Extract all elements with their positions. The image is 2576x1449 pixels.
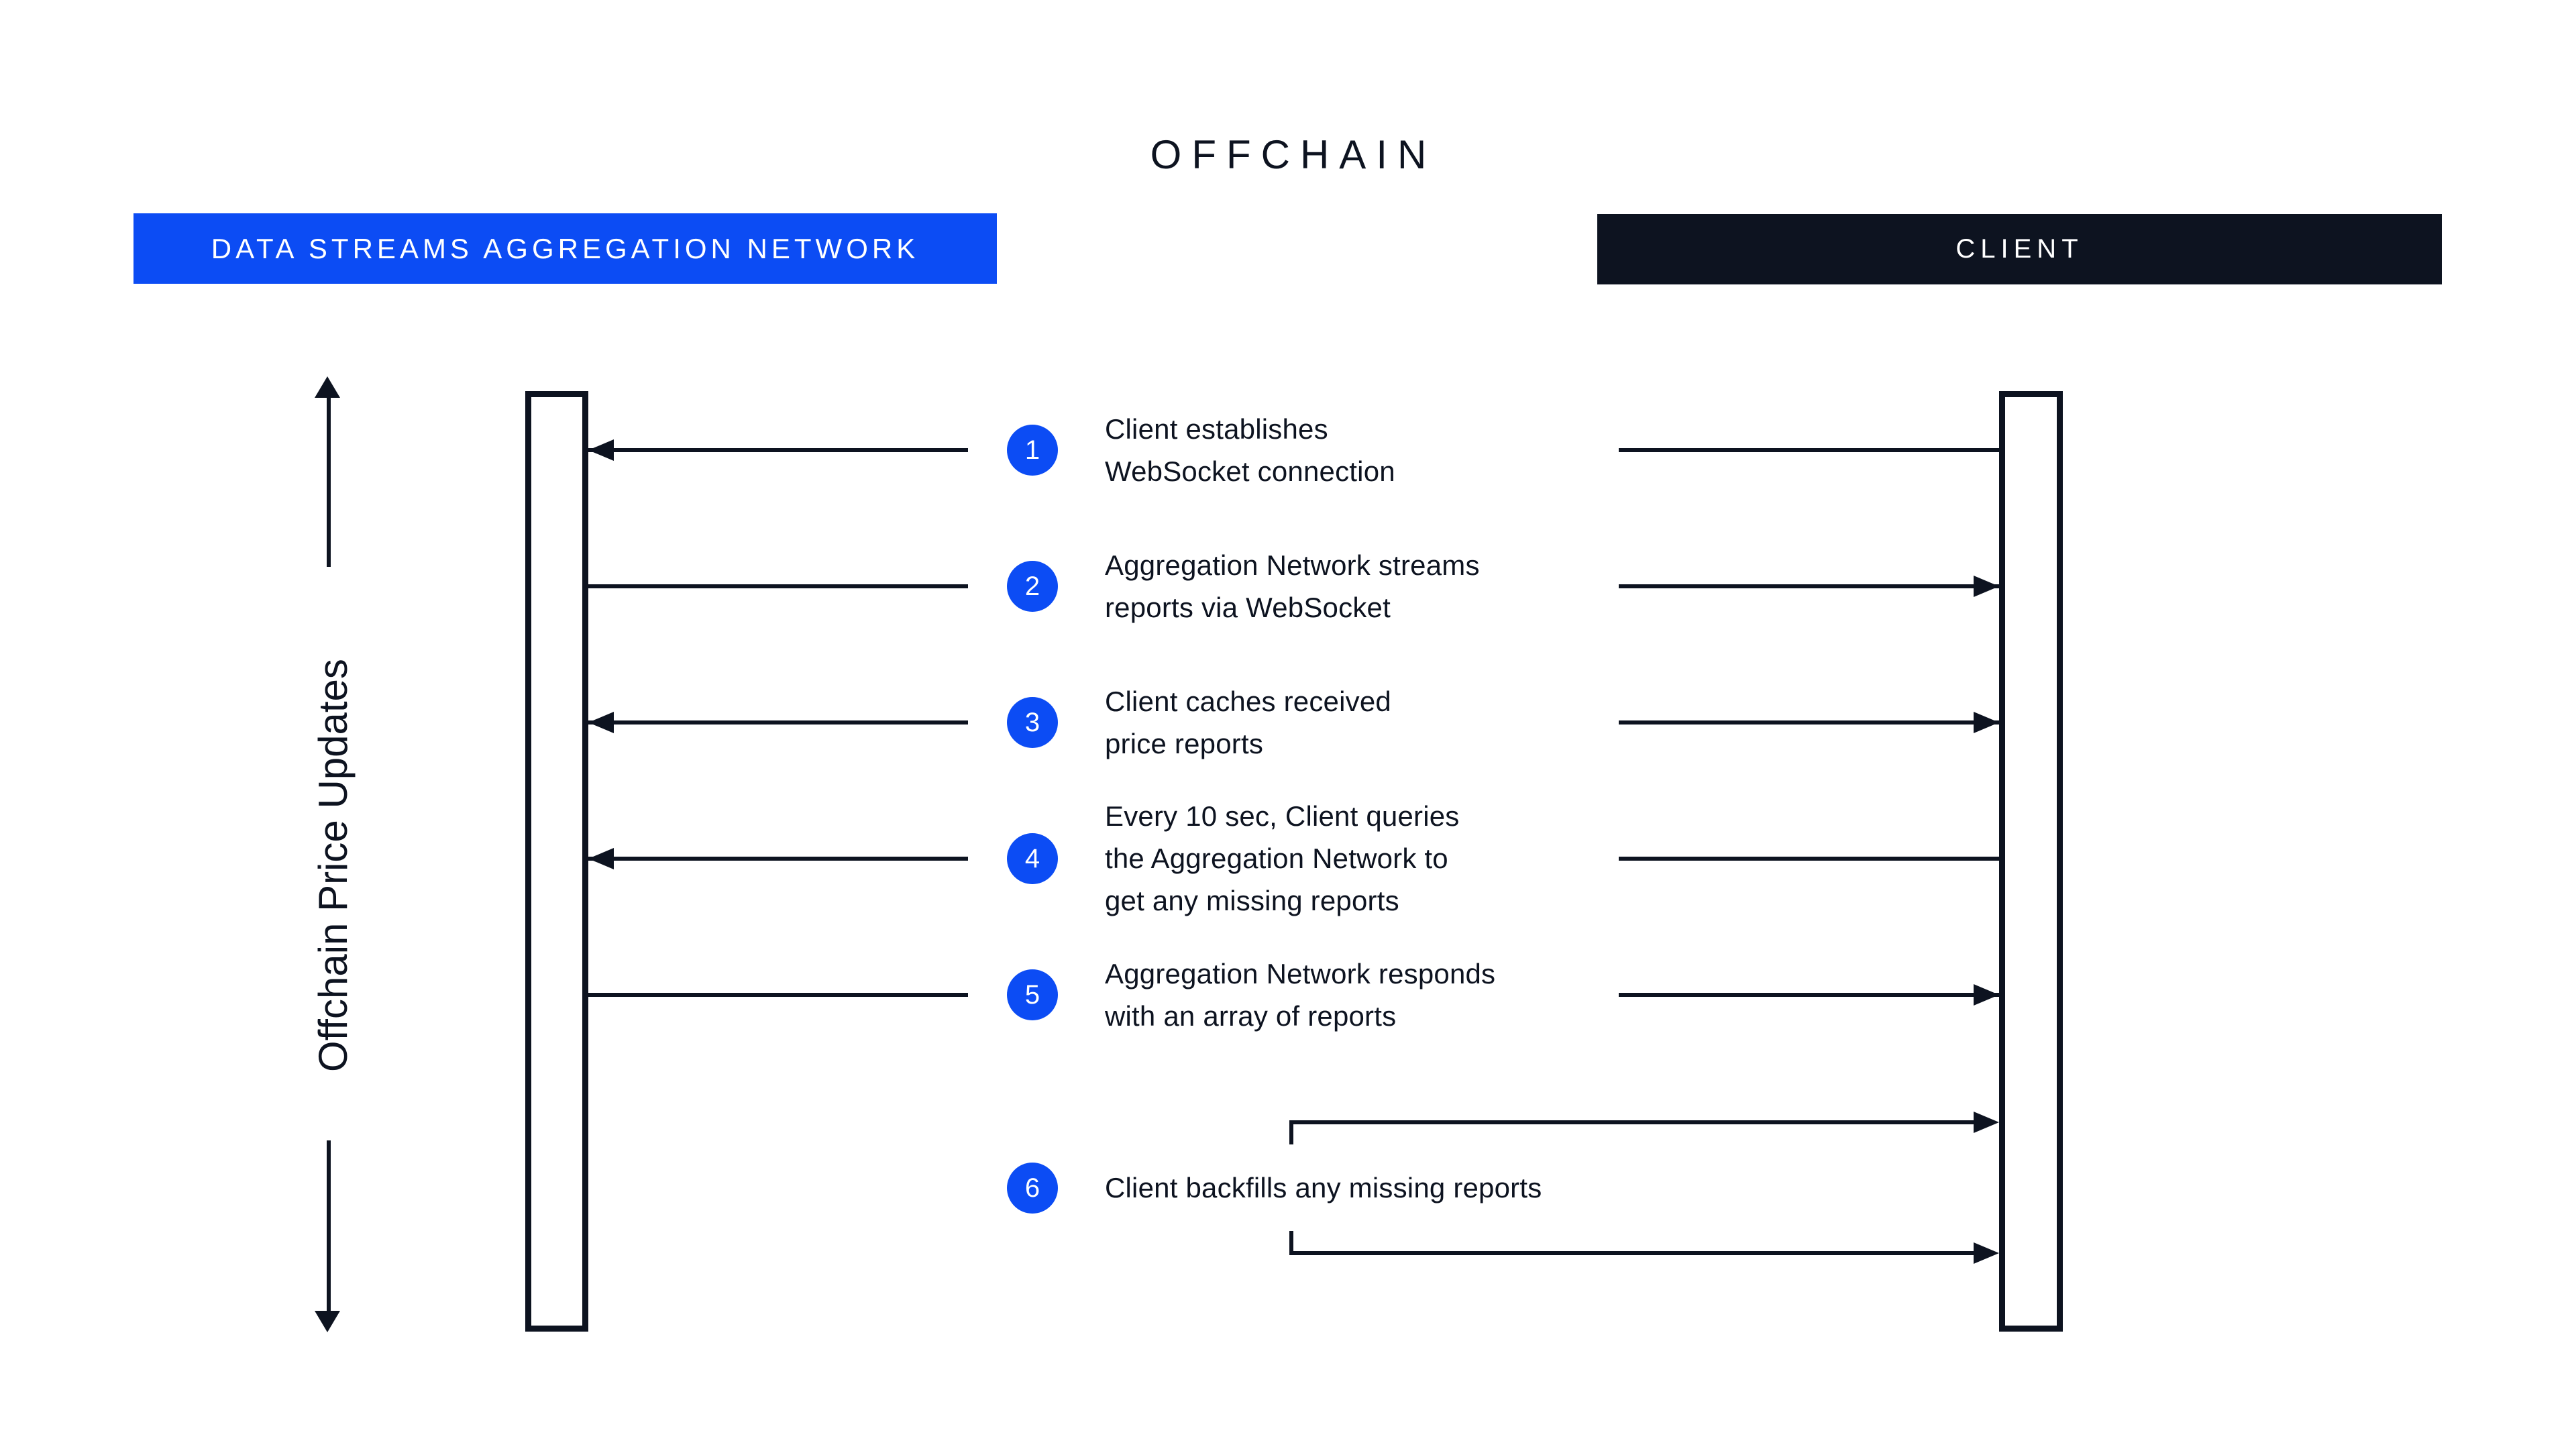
offchain-flow-label: Offchain Price Updates (311, 659, 356, 1072)
step-3-arrowhead-left-icon (588, 712, 614, 733)
step-4-badge: 4 (1007, 833, 1058, 884)
step-6-badge: 6 (1007, 1163, 1058, 1214)
step-2-badge: 2 (1007, 561, 1058, 612)
step-6-number: 6 (1024, 1173, 1040, 1203)
step-2-line-right (1619, 584, 1999, 588)
step-6-text: Client backfills any missing reports (1105, 1172, 1542, 1203)
step-4-text: Every 10 sec, Client queries the Aggrega… (1105, 800, 1460, 916)
step-2-line-left (588, 584, 968, 588)
arrowhead-up-icon (315, 376, 340, 398)
step-1-line-right (1619, 448, 1999, 452)
step-3-text: Client caches received price reports (1105, 686, 1391, 759)
step-4-number: 4 (1024, 843, 1040, 873)
client-loop-lower-line (1289, 1251, 1974, 1255)
network-header: DATA STREAMS AGGREGATION NETWORK (133, 213, 997, 284)
client-lifeline (1999, 391, 2063, 1332)
step-3-line-left (588, 720, 968, 724)
step-1-text: Client establishes WebSocket connection (1105, 413, 1395, 487)
diagram-title: OFFCHAIN (1150, 132, 1437, 177)
step-2-text: Aggregation Network streams reports via … (1105, 549, 1480, 623)
client-loop-upper-stub (1289, 1120, 1293, 1144)
step-5-text: Aggregation Network responds with an arr… (1105, 958, 1496, 1032)
client-loop-upper-arrowhead-icon (1974, 1112, 1999, 1133)
step-5-arrowhead-right-icon (1974, 984, 1999, 1006)
network-header-label: DATA STREAMS AGGREGATION NETWORK (211, 232, 920, 264)
client-header-label: CLIENT (1955, 234, 2084, 264)
step-2-number: 2 (1024, 571, 1040, 601)
client-loop-upper-line (1289, 1120, 1974, 1124)
step-3-arrowhead-right-icon (1974, 712, 1999, 733)
step-1-line-left (588, 448, 968, 452)
step-5-badge: 5 (1007, 969, 1058, 1020)
step-2-arrowhead-right-icon (1974, 576, 1999, 597)
step-1-number: 1 (1024, 435, 1040, 465)
arrowhead-down-icon (315, 1311, 340, 1332)
client-loop-lower-arrowhead-icon (1974, 1242, 1999, 1264)
step-4-arrowhead-left-icon (588, 848, 614, 869)
step-1-badge: 1 (1007, 425, 1058, 476)
step-3-badge: 3 (1007, 697, 1058, 748)
network-lifeline (525, 391, 588, 1332)
step-5-line-left (588, 993, 968, 997)
flow-arrow-upper-shaft (327, 396, 331, 567)
client-loop-lower-stub (1289, 1231, 1293, 1255)
step-1-arrowhead-left-icon (588, 439, 614, 461)
step-4-line-left (588, 857, 968, 861)
step-4-line-right (1619, 857, 1999, 861)
client-header: CLIENT (1597, 214, 2442, 284)
step-5-number: 5 (1024, 979, 1040, 1010)
step-3-line-right (1619, 720, 1999, 724)
step-3-number: 3 (1024, 707, 1040, 737)
flow-arrow-lower-shaft (327, 1140, 331, 1311)
step-5-line-right (1619, 993, 1999, 997)
